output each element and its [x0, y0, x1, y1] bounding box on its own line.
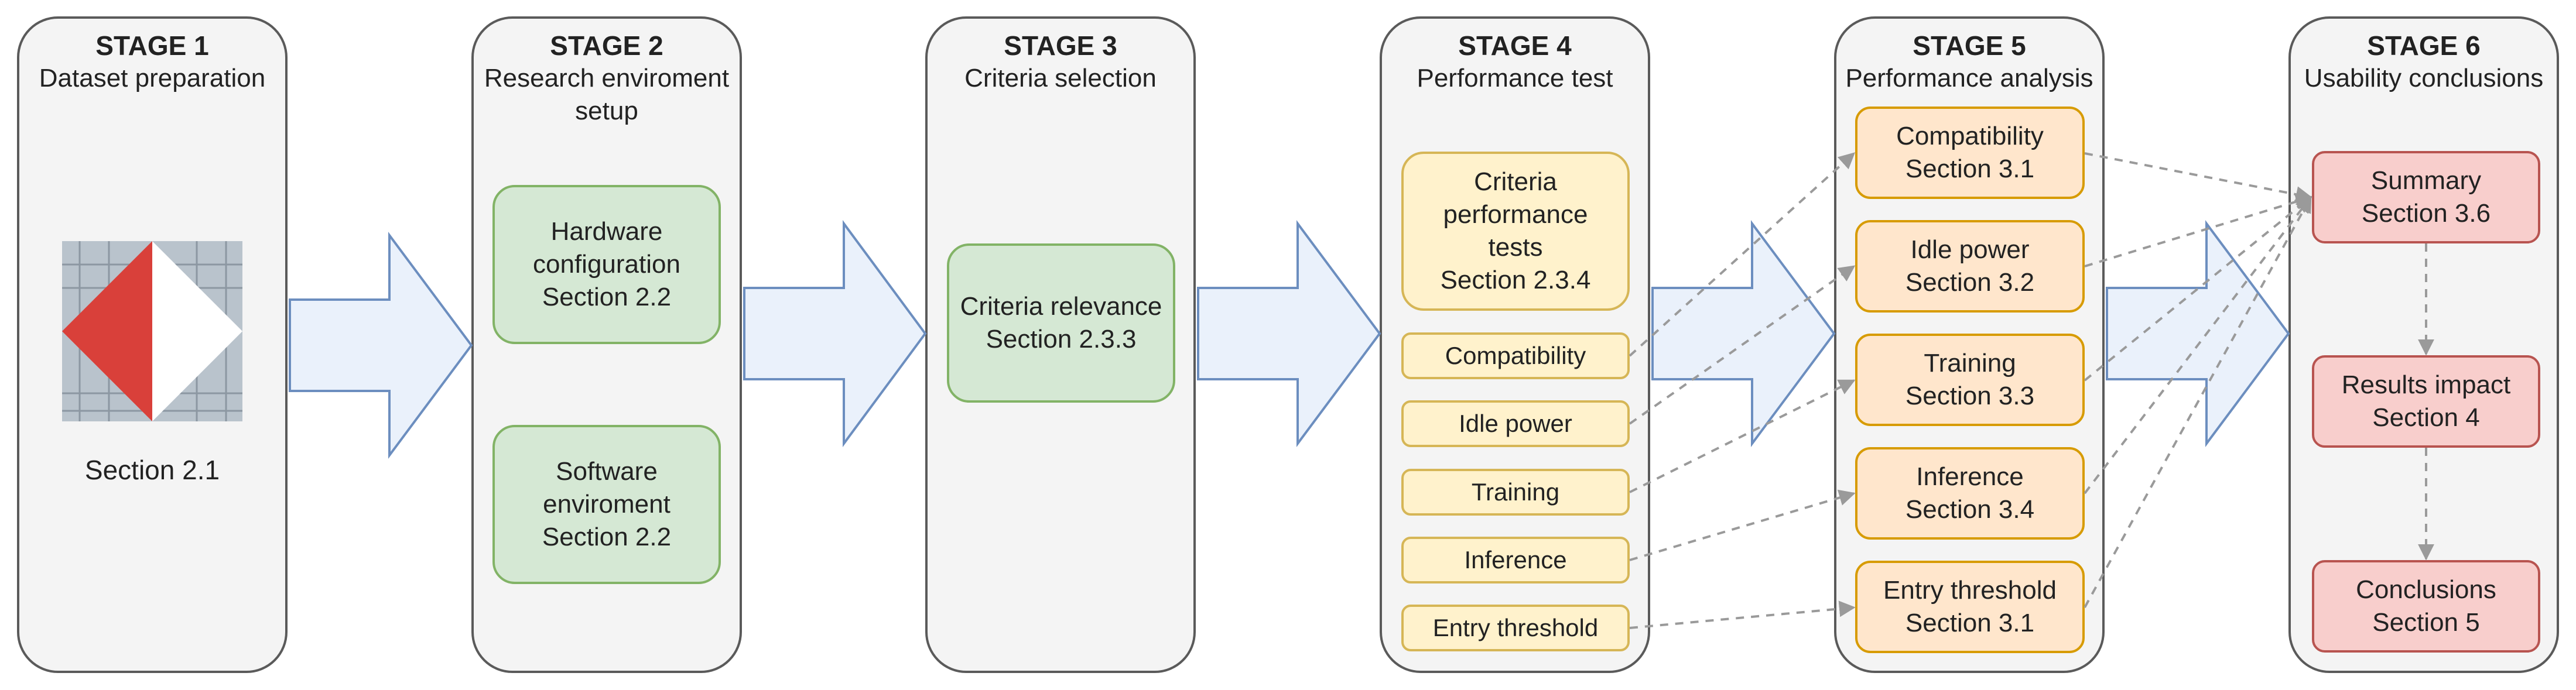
stage-arrow-1-2: [289, 231, 473, 459]
analysis-training-box: Training Section 3.3: [1855, 334, 2085, 426]
connector-inference: [1629, 489, 1856, 561]
results-impact-box: Results impact Section 4: [2312, 355, 2540, 448]
connector-training: [1629, 379, 1856, 493]
stage-6-number: STAGE 6: [2367, 30, 2481, 61]
test-compatibility-box: Compatibility: [1401, 332, 1630, 379]
test-inference-box: Inference: [1401, 537, 1630, 583]
stage-2-number: STAGE 2: [550, 30, 663, 61]
test-idle-power-box: Idle power: [1401, 400, 1630, 447]
stage-4-title: Performance test: [1417, 64, 1613, 92]
connector-s5-idle-summary: [2084, 193, 2312, 267]
criteria-performance-tests-box: Criteria performance tests Section 2.3.4: [1401, 152, 1630, 311]
stage-2-title: Research enviroment setup: [484, 64, 730, 125]
stage-5-number: STAGE 5: [1913, 30, 2026, 61]
test-entry-threshold-box: Entry threshold: [1401, 605, 1630, 651]
stage-3-number: STAGE 3: [1004, 30, 1117, 61]
connector-s5-compat-summary: [2084, 152, 2312, 202]
connector-s5-training-summary: [2084, 196, 2312, 382]
stage-arrow-3-4: [1197, 219, 1381, 448]
conclusions-box: Conclusions Section 5: [2312, 560, 2540, 653]
stage-3-title: Criteria selection: [964, 64, 1157, 92]
software-env-box: Software enviroment Section 2.2: [492, 425, 721, 584]
analysis-idle-power-box: Idle power Section 3.2: [1855, 220, 2085, 313]
stage-5-title: Performance analysis: [1845, 64, 2093, 92]
connector-idle-power: [1629, 265, 1856, 425]
stage-1-section: Section 2.1: [84, 455, 220, 485]
analysis-inference-box: Inference Section 3.4: [1855, 447, 2085, 540]
connector-s5-inference-summary: [2084, 195, 2312, 495]
analysis-compatibility-box: Compatibility Section 3.1: [1855, 107, 2085, 199]
connector-s5-entry-summary: [2084, 195, 2312, 608]
stage-6-title: Usability conclusions: [2304, 64, 2544, 92]
stage-1-title: Dataset preparation: [39, 64, 266, 92]
connector-entry-threshold: [1629, 600, 1856, 629]
stage-4-number: STAGE 4: [1458, 30, 1572, 61]
stage-arrow-4-5: [1651, 219, 1836, 448]
test-training-box: Training: [1401, 469, 1630, 516]
stage-arrow-5-6: [2106, 219, 2290, 448]
criteria-relevance-box: Criteria relevance Section 2.3.3: [947, 243, 1175, 403]
hardware-config-box: Hardware configuration Section 2.2: [492, 185, 721, 344]
summary-box: Summary Section 3.6: [2312, 151, 2540, 243]
analysis-entry-threshold-box: Entry threshold Section 3.1: [1855, 561, 2085, 653]
stage-1-number: STAGE 1: [95, 30, 209, 61]
stage-arrow-2-3: [743, 219, 927, 448]
dataset-logo-icon: [62, 241, 242, 421]
connector-compatibility: [1629, 152, 1856, 357]
